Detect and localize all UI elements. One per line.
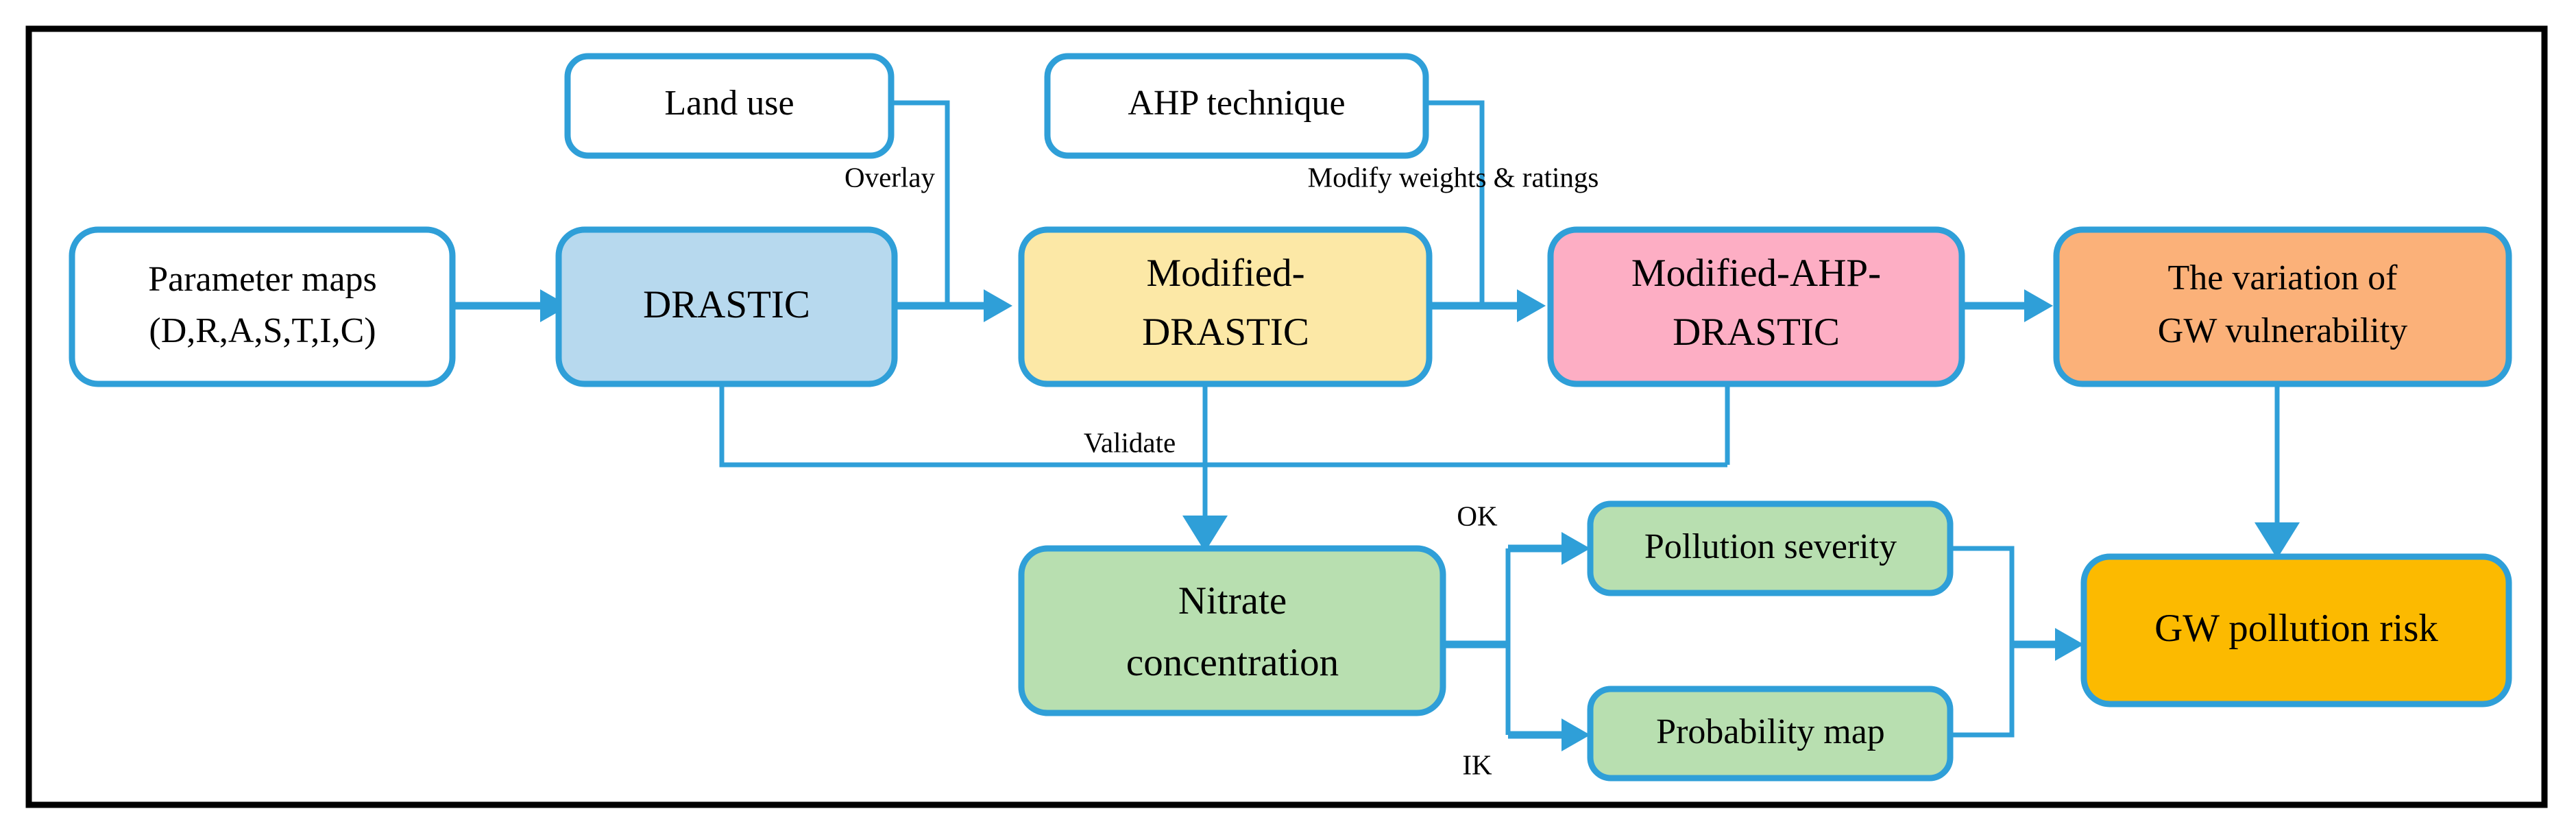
edge-drastic-to-modified-drastic [895,289,1012,322]
node-nitrate-concentration-label-line1: Nitrate [1178,579,1287,622]
node-modified-drastic-shape[interactable] [1018,226,1433,387]
node-land-use-shape[interactable] [564,53,895,159]
node-modified-ahp-drastic-shape[interactable] [1547,226,1965,387]
node-ahp-technique-shape[interactable] [1044,53,1429,159]
edge-label-modify-weights: Modify weights & ratings [1308,161,1599,193]
edge-ahp-technique-to-modified-ahp-drastic [1426,100,1485,306]
node-land-use[interactable]: Land use [564,53,895,159]
node-nitrate-concentration-label-line2: concentration [1126,641,1339,684]
node-drastic[interactable]: DRASTIC [555,226,898,387]
node-parameter-maps[interactable]: Parameter maps (D,R,A,S,T,I,C) [69,226,456,387]
node-nitrate-concentration[interactable]: Nitrate concentration [1018,545,1446,716]
edge-modified-drastic-to-modified-ahp-drastic [1429,289,1546,322]
node-land-use-label: Land use [664,84,794,123]
node-modified-ahp-drastic[interactable]: Modified-AHP- DRASTIC [1547,226,1965,387]
node-variation-gw-vulnerability-shape[interactable] [2053,226,2512,387]
node-pollution-severity-shape[interactable] [1587,500,1954,596]
node-gw-pollution-risk-shape[interactable] [2080,553,2512,707]
node-variation-gw-vulnerability-label-line1: The variation of [2168,258,2398,298]
node-ahp-technique-label: AHP technique [1128,84,1345,123]
node-variation-gw-vulnerability-label-line2: GW vulnerability [2158,311,2407,350]
node-nitrate-concentration-shape[interactable] [1018,545,1446,716]
node-parameter-maps-shape[interactable] [69,226,456,387]
node-drastic-shape[interactable] [555,226,898,387]
edge-modified-ahp-drastic-to-variation [1962,289,2053,322]
node-probability-map-shape[interactable] [1587,686,1954,782]
edge-label-ok: OK [1457,500,1498,531]
node-pollution-severity[interactable]: Pollution severity [1587,500,1954,596]
node-variation-gw-vulnerability[interactable]: The variation of GW vulnerability [2053,226,2512,387]
edge-land-use-to-modified-drastic [891,100,950,306]
node-parameter-maps-label-line2: (D,R,A,S,T,I,C) [149,311,376,350]
node-drastic-label: DRASTIC [643,283,810,326]
edge-label-ik: IK [1462,749,1492,780]
edge-label-validate: Validate [1084,426,1176,458]
edge-validate-bus [719,384,1730,552]
node-pollution-severity-label: Pollution severity [1644,527,1897,566]
node-gw-pollution-risk-label: GW pollution risk [2154,607,2438,650]
edge-severity-probability-to-risk [1950,546,2084,738]
node-modified-drastic[interactable]: Modified- DRASTIC [1018,226,1433,387]
diagram-outer-border [25,25,2548,808]
edge-parameter-maps-to-drastic [452,289,569,322]
node-modified-drastic-label-line2: DRASTIC [1142,311,1309,354]
node-parameter-maps-label-line1: Parameter maps [148,260,377,299]
node-modified-ahp-drastic-label-line1: Modified-AHP- [1631,252,1881,295]
node-probability-map[interactable]: Probability map [1587,686,1954,782]
node-ahp-technique[interactable]: AHP technique [1044,53,1429,159]
node-gw-pollution-risk[interactable]: GW pollution risk [2080,553,2512,707]
edge-variation-to-risk [2255,381,2300,559]
node-probability-map-label: Probability map [1656,712,1885,751]
node-modified-ahp-drastic-label-line2: DRASTIC [1673,311,1840,354]
edge-nitrate-branch [1443,532,1590,751]
edge-label-overlay: Overlay [845,161,936,193]
node-modified-drastic-label-line1: Modified- [1146,252,1304,295]
